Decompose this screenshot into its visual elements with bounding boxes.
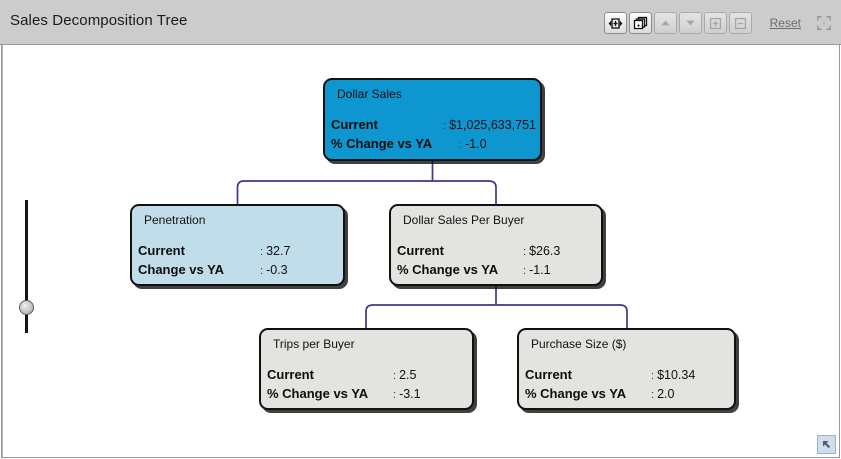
metric-separator: : [651, 389, 655, 401]
metric-label: Current [525, 367, 572, 382]
zoom-in-icon[interactable] [703, 12, 727, 34]
metric-label: % Change vs YA [331, 136, 433, 151]
metric-value: -3.1 [399, 387, 421, 401]
metric-value: -0.3 [266, 263, 288, 277]
metric-label: % Change vs YA [397, 262, 499, 277]
metric-separator: : [393, 389, 397, 401]
tree-node-title: Trips per Buyer [273, 337, 355, 351]
tree-node-metric-row: % Change vs YA:-3.1 [267, 386, 468, 405]
toolbar: Reset [603, 11, 833, 35]
metric-separator: : [459, 139, 463, 151]
tree-node-metric-row: % Change vs YA:-1.1 [397, 262, 597, 281]
stacked-layers-icon[interactable] [628, 12, 652, 34]
metric-value: -1.1 [529, 263, 551, 277]
metric-separator: : [651, 370, 655, 382]
tree-node-metric-row: % Change vs YA:-1.0 [331, 136, 536, 155]
zoom-slider-thumb[interactable] [19, 300, 34, 315]
tree-node-title: Dollar Sales Per Buyer [403, 213, 525, 227]
metric-value: -1.0 [465, 137, 487, 151]
metric-label: Current [397, 243, 444, 258]
metric-value: $1,025,633,751 [449, 118, 536, 132]
resize-handle-icon[interactable] [817, 435, 836, 454]
tree-node-metric-row: Current:$10.34 [525, 367, 730, 386]
metric-separator: : [393, 370, 397, 382]
zoom-slider[interactable] [16, 200, 36, 335]
tree-node-metric-row: Current:32.7 [138, 243, 339, 262]
tree-node-metric-row: Current:$26.3 [397, 243, 597, 262]
window-header: Sales Decomposition Tree [0, 0, 841, 45]
metric-label: Current [331, 117, 378, 132]
arrow-down-icon[interactable] [678, 12, 702, 34]
metric-separator: : [523, 246, 527, 258]
fit-width-icon[interactable] [603, 12, 627, 34]
slider-rail [2, 45, 3, 457]
tree-node-title: Penetration [144, 213, 206, 227]
tree-node-metric-row: Current:$1,025,633,751 [331, 117, 536, 136]
tree-node-metric-row: Current:2.5 [267, 367, 468, 386]
metric-value: 2.0 [657, 387, 675, 401]
tree-node-metric-row: % Change vs YA:2.0 [525, 386, 730, 405]
tree-node-purchase-size[interactable]: Purchase Size ($)Current:$10.34% Change … [517, 328, 736, 410]
tree-node-title: Purchase Size ($) [531, 337, 627, 351]
tree-node-metric-row: Change vs YA:-0.3 [138, 262, 339, 281]
metric-label: Current [267, 367, 314, 382]
zoom-slider-track[interactable] [25, 200, 28, 333]
page-title: Sales Decomposition Tree [10, 12, 188, 29]
metric-separator: : [260, 265, 264, 277]
metric-label: % Change vs YA [525, 386, 627, 401]
collapse-icon[interactable] [815, 14, 833, 32]
metric-label: Change vs YA [138, 262, 224, 277]
zoom-out-icon[interactable] [728, 12, 752, 34]
tree-node-metrics: Current:$26.3% Change vs YA:-1.1 [397, 243, 597, 281]
tree-node-metrics: Current:2.5% Change vs YA:-3.1 [267, 367, 468, 405]
arrow-up-icon[interactable] [653, 12, 677, 34]
metric-value: $26.3 [529, 244, 561, 258]
reset-button[interactable]: Reset [769, 16, 801, 30]
metric-separator: : [523, 265, 527, 277]
metric-separator: : [260, 246, 264, 258]
metric-value: 32.7 [266, 244, 291, 258]
metric-label: Current [138, 243, 185, 258]
metric-label: % Change vs YA [267, 386, 369, 401]
metric-value: $10.34 [657, 368, 696, 382]
tree-node-metrics: Current:$1,025,633,751% Change vs YA:-1.… [331, 117, 536, 155]
metric-value: 2.5 [399, 368, 417, 382]
metric-separator: : [443, 120, 447, 132]
tree-node-title: Dollar Sales [337, 87, 402, 101]
tree-node-metrics: Current:$10.34% Change vs YA:2.0 [525, 367, 730, 405]
